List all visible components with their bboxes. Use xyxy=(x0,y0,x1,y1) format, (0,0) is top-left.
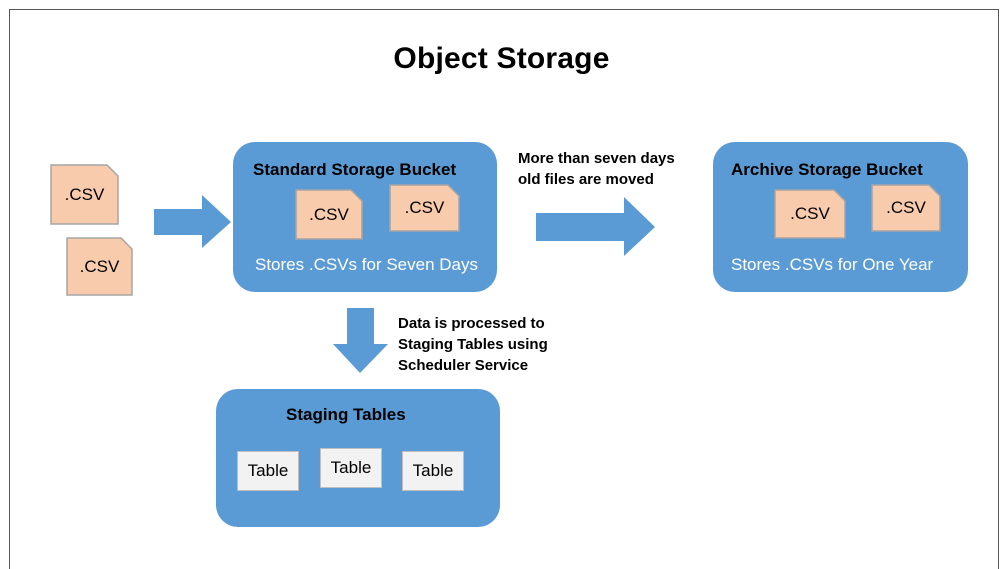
archive-storage-bucket: Archive Storage Bucket .CSV .CSV Stores … xyxy=(713,142,968,292)
table-item: Table xyxy=(402,451,464,491)
standard-csv-file: .CSV xyxy=(389,184,460,232)
move-note-line: old files are moved xyxy=(518,171,654,188)
standard-csv-file: .CSV xyxy=(295,189,363,240)
right-arrow-icon xyxy=(154,195,231,248)
file-icon xyxy=(50,164,119,225)
file-icon xyxy=(66,237,133,296)
archive-csv-file: .CSV xyxy=(871,184,941,232)
archive-bucket-caption: Stores .CSVs for One Year xyxy=(731,255,934,274)
down-arrow-icon xyxy=(333,308,388,373)
incoming-csv-label: .CSV xyxy=(79,256,120,276)
incoming-csv-file: .CSV xyxy=(66,237,133,296)
file-icon xyxy=(295,189,363,240)
diagram-frame xyxy=(9,9,999,569)
archive-csv-file: .CSV xyxy=(774,189,846,239)
table-item: Table xyxy=(320,448,382,488)
move-note-line: More than seven days xyxy=(518,150,675,167)
standard-bucket-caption: Stores .CSVs for Seven Days xyxy=(255,255,478,274)
standard-csv-label: .CSV xyxy=(309,204,349,224)
file-icon xyxy=(871,184,941,232)
incoming-csv-file: .CSV xyxy=(50,164,119,225)
move-note: More than seven days old files are moved xyxy=(518,148,675,190)
archive-bucket-title: Archive Storage Bucket xyxy=(731,160,923,179)
staging-tables-title: Staging Tables xyxy=(286,405,406,424)
standard-csv-label: .CSV xyxy=(404,198,445,217)
file-icon xyxy=(774,189,846,239)
process-note-line: Data is processed to xyxy=(398,315,545,332)
right-arrow-icon xyxy=(536,197,655,256)
standard-storage-bucket: Standard Storage Bucket .CSV .CSV Stores… xyxy=(233,142,497,292)
diagram-title: Object Storage xyxy=(393,42,610,75)
process-note-line: Scheduler Service xyxy=(398,357,529,374)
file-icon xyxy=(389,184,460,232)
incoming-csv-label: .CSV xyxy=(64,184,105,204)
archive-csv-label: .CSV xyxy=(790,204,830,223)
standard-bucket-title: Standard Storage Bucket xyxy=(253,160,457,179)
staging-tables-box: Staging Tables Table Table Table xyxy=(216,389,500,527)
archive-csv-label: .CSV xyxy=(886,198,926,217)
table-item: Table xyxy=(237,451,299,491)
process-note: Data is processed to Staging Tables usin… xyxy=(398,313,548,376)
process-note-line: Staging Tables using xyxy=(398,336,548,353)
